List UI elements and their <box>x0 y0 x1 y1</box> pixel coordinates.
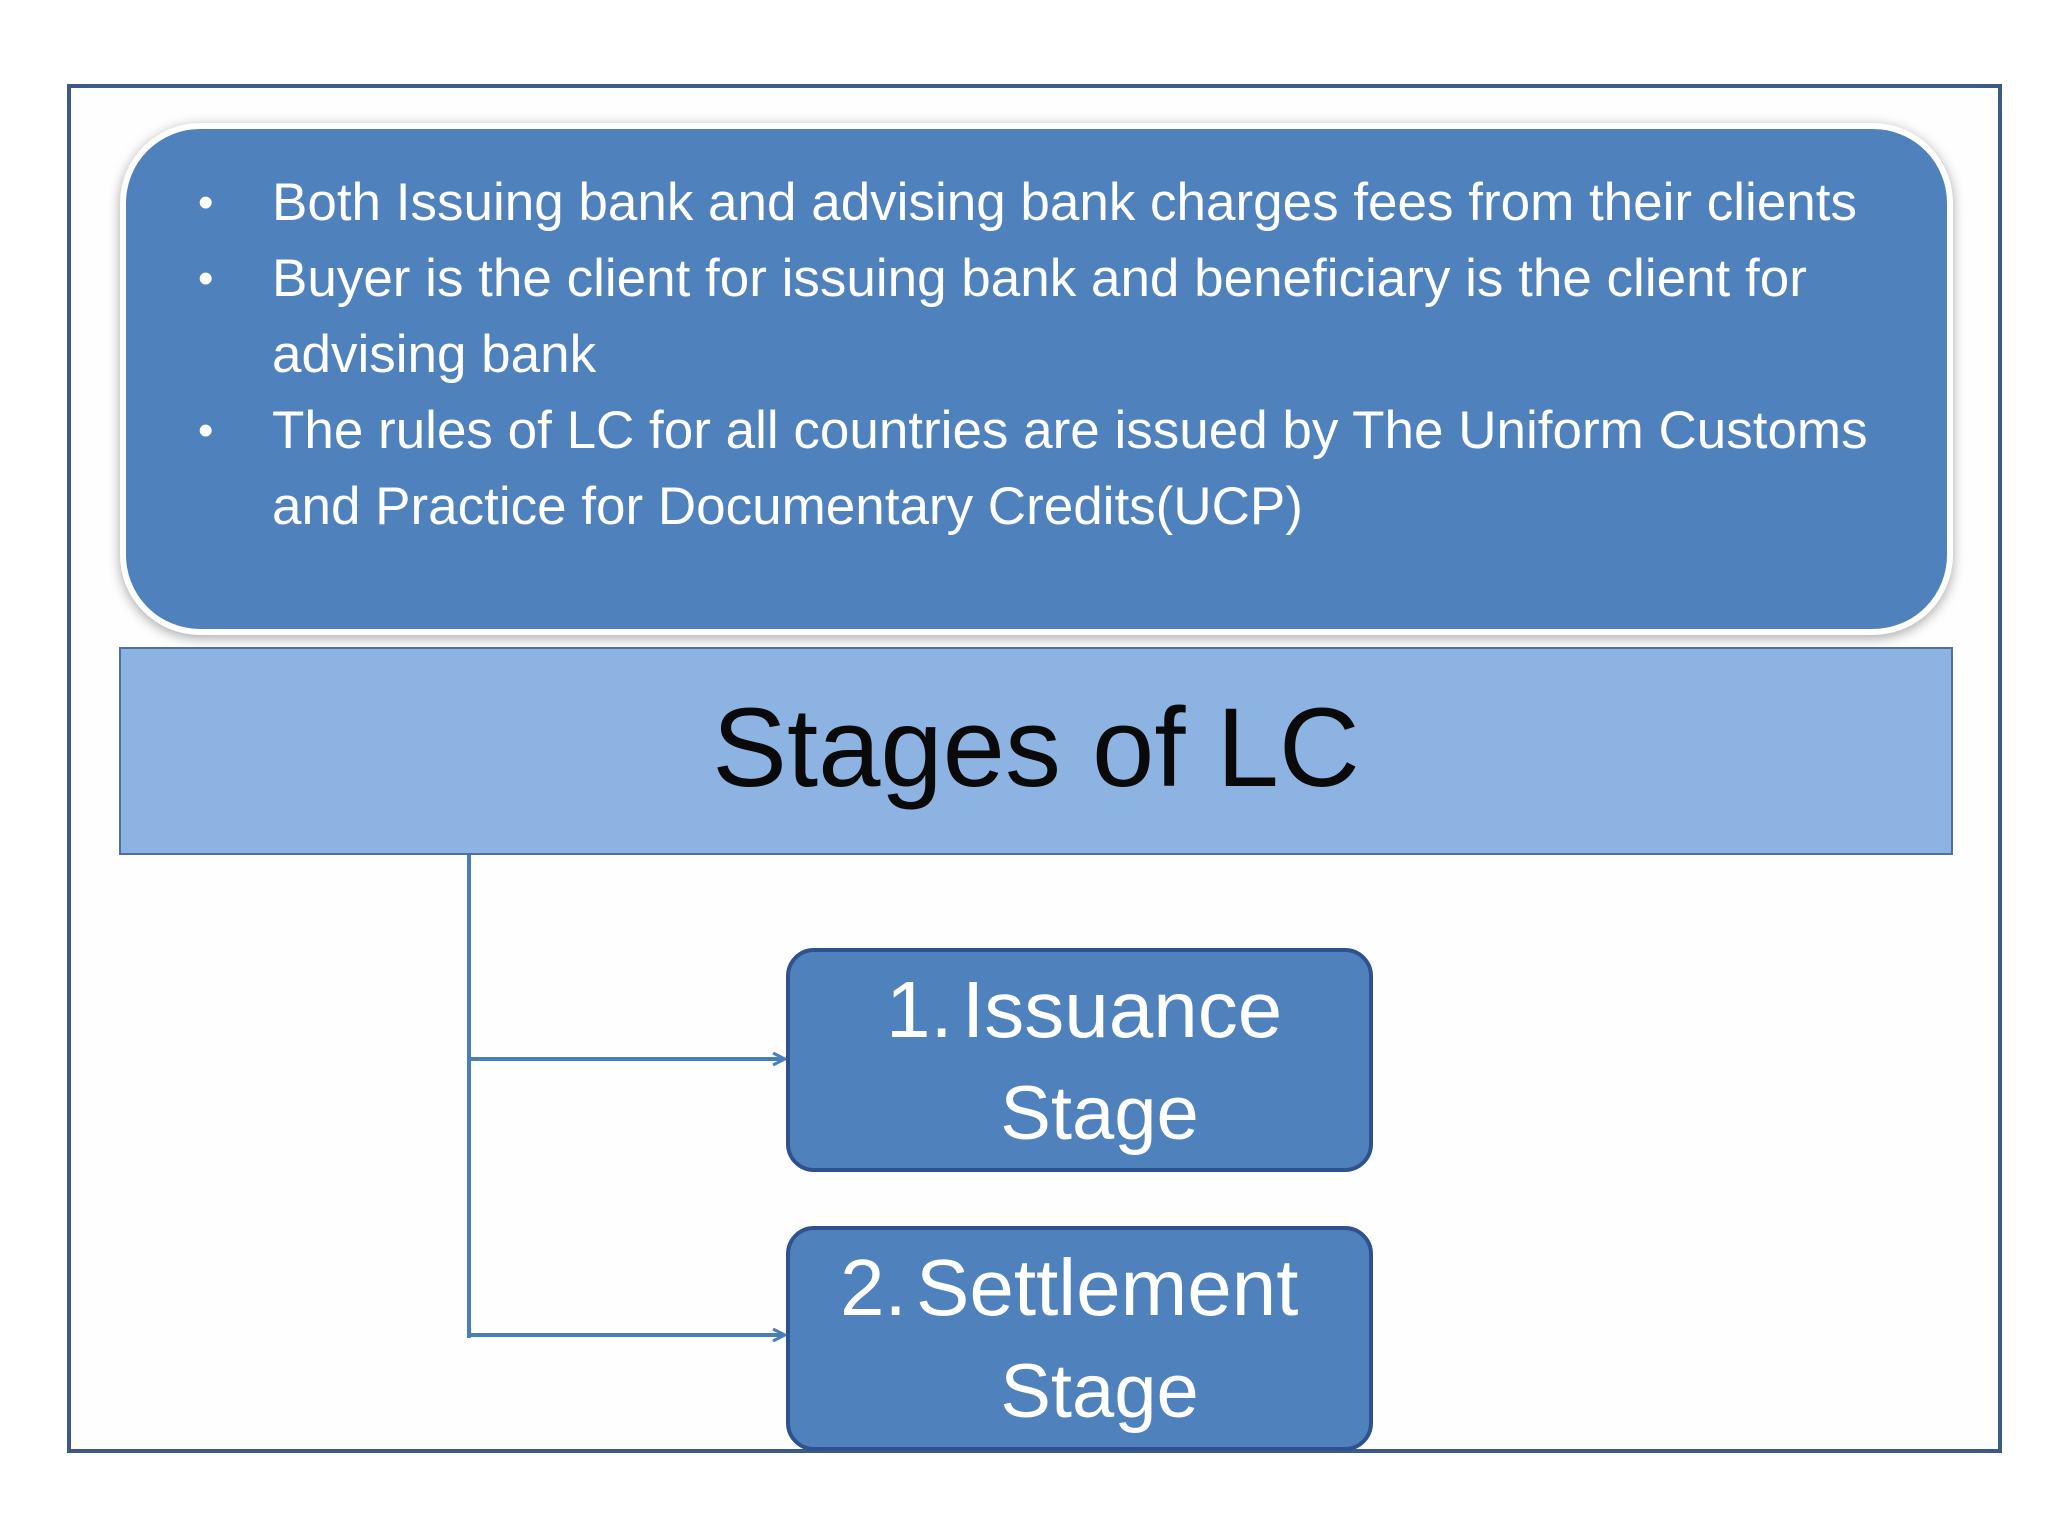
bullet-text: The rules of LC for all countries are is… <box>272 401 1868 536</box>
stage-number: 1. <box>886 965 953 1054</box>
bullet-dot-icon: • <box>198 406 214 455</box>
stage-suffix: Stage <box>1000 1349 1199 1434</box>
bullet-dot-icon: • <box>198 254 214 303</box>
stage-heading: 2. Settlement <box>790 1234 1369 1342</box>
stage-suffix: Stage <box>1000 1071 1199 1156</box>
stage-box-settlement: 2. Settlement Stage <box>786 1226 1373 1451</box>
info-callout-box: • Both Issuing bank and advising bank ch… <box>120 123 1953 635</box>
bullet-text: Both Issuing bank and advising bank char… <box>272 173 1858 232</box>
stage-number: 2. <box>840 1243 907 1332</box>
bullet-text: Buyer is the client for issuing bank and… <box>272 249 1807 384</box>
title-bar: Stages of LC <box>119 647 1953 855</box>
bullet-item: • Buyer is the client for issuing bank a… <box>160 241 1917 393</box>
bullet-item: • Both Issuing bank and advising bank ch… <box>160 165 1917 241</box>
stage-box-issuance: 1. Issuance Stage <box>786 948 1373 1172</box>
bullet-dot-icon: • <box>198 178 214 227</box>
bullet-list: • Both Issuing bank and advising bank ch… <box>160 165 1917 545</box>
bullet-item: • The rules of LC for all countries are … <box>160 393 1917 545</box>
stage-name: Settlement <box>916 1243 1299 1332</box>
page-title: Stages of LC <box>712 685 1360 810</box>
stage-heading: 1. Issuance <box>790 956 1369 1064</box>
stage-name: Issuance <box>962 965 1283 1054</box>
